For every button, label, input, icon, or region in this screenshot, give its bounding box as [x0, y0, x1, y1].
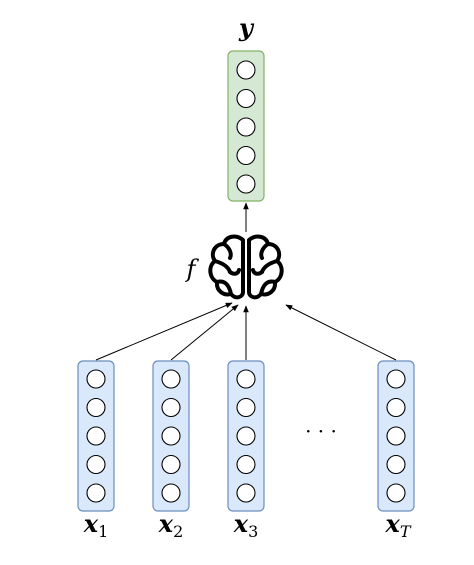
- input-label-T-base: x: [385, 509, 401, 538]
- input-label-2: x2: [158, 509, 184, 541]
- ellipsis: · · ·: [305, 419, 337, 443]
- input-label-2-base: x: [158, 509, 174, 538]
- input-neuron: [386, 426, 406, 446]
- input-vector-3: [227, 360, 265, 512]
- input-label-3-sub: 3: [248, 522, 258, 541]
- input-neuron: [86, 397, 106, 418]
- input-neuron: [236, 369, 256, 389]
- input-vector-T: [377, 360, 415, 512]
- model-label: f: [185, 255, 200, 283]
- input-label-3-base: x: [233, 509, 249, 538]
- output-neuron: [236, 117, 256, 137]
- input-neuron: [386, 369, 406, 389]
- output-neuron: [236, 174, 256, 194]
- output-neuron: [236, 60, 256, 80]
- input-vector-1: [77, 360, 115, 512]
- input-neuron: [386, 483, 406, 503]
- output-neuron: [236, 88, 256, 109]
- input-neuron: [86, 454, 106, 475]
- input-neuron: [161, 426, 181, 446]
- input-neuron: [161, 454, 181, 475]
- input-neuron: [161, 483, 181, 503]
- input-neuron: [161, 397, 181, 418]
- input-neuron: [386, 454, 406, 475]
- input-neuron: [236, 454, 256, 475]
- input-neuron: [86, 426, 106, 446]
- output-label: y: [238, 13, 255, 42]
- arrow-input-2-to-model: [170, 304, 239, 361]
- input-label-1-sub: 1: [98, 522, 108, 541]
- input-vector-2: [152, 360, 190, 512]
- arrow-input-1-to-model: [95, 302, 233, 361]
- input-neuron: [236, 397, 256, 418]
- input-label-1-base: x: [83, 509, 99, 538]
- input-neuron: [236, 483, 256, 503]
- input-label-2-sub: 2: [173, 522, 183, 541]
- input-neuron: [86, 483, 106, 503]
- arrow-input-T-to-model: [285, 304, 397, 361]
- input-neuron: [161, 369, 181, 389]
- input-neuron: [386, 397, 406, 418]
- input-label-T: xT: [385, 509, 412, 541]
- input-neuron: [86, 369, 106, 389]
- input-label-T-sub: T: [400, 522, 412, 541]
- input-label-3: x3: [233, 509, 259, 541]
- output-neuron: [236, 145, 256, 166]
- input-neuron: [236, 426, 256, 446]
- input-label-1: x1: [83, 509, 109, 541]
- brain-icon: [208, 234, 284, 300]
- output-vector: [227, 50, 265, 202]
